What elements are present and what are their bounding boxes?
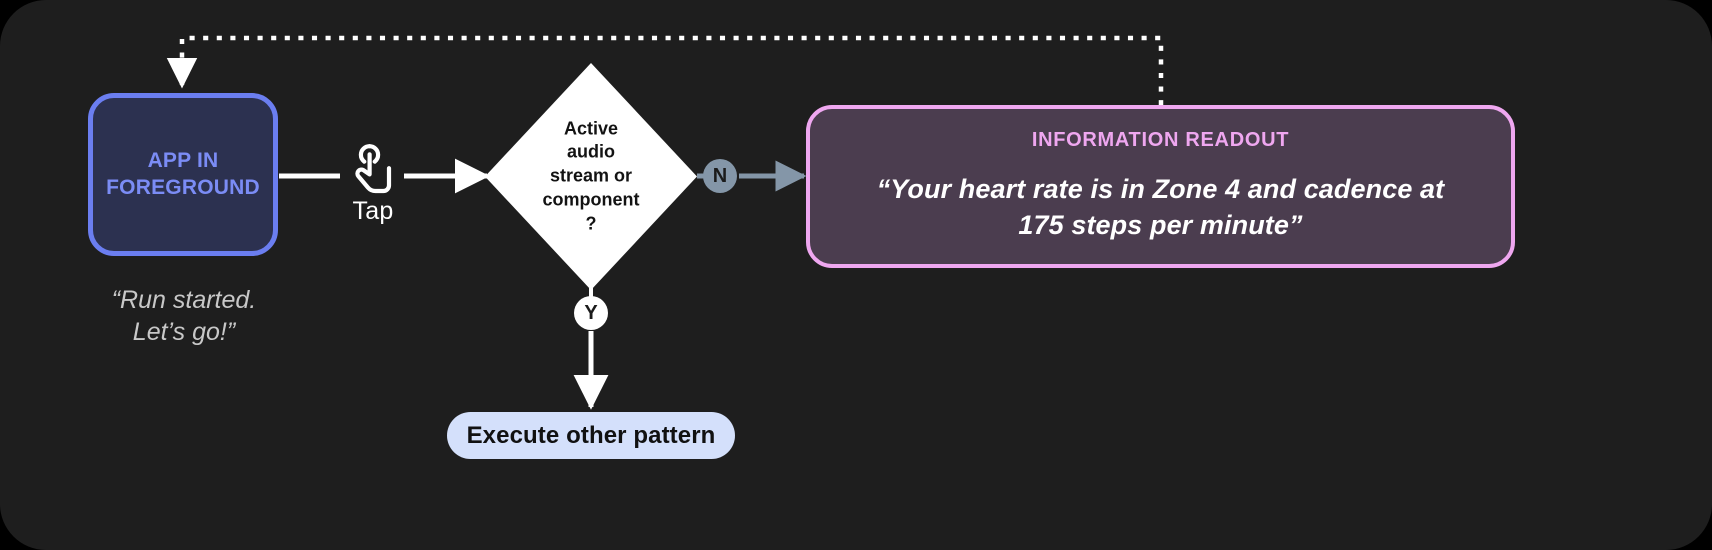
app-caption-line-2: Let’s go!” xyxy=(132,318,236,346)
information-readout-quote: “Your heart rate is in Zone 4 and cadenc… xyxy=(877,172,1445,244)
branch-badge-yes: Y xyxy=(574,296,608,330)
app-label-line-2: FOREGROUND xyxy=(106,175,260,199)
decision-line-1: Active xyxy=(563,118,619,139)
information-readout-title: INFORMATION READOUT xyxy=(1031,129,1290,152)
decision-line-5: ? xyxy=(585,213,597,234)
readout-quote-line-1: “Your heart rate is in Zone 4 and cadenc… xyxy=(876,174,1445,205)
app-in-foreground-node[interactable]: APP IN FOREGROUND xyxy=(88,93,278,256)
app-in-foreground-label: APP IN FOREGROUND xyxy=(106,148,260,202)
app-caption-line-1: “Run started. xyxy=(111,286,257,314)
readout-quote-line-2: 175 steps per minute” xyxy=(1018,210,1303,240)
information-readout-panel[interactable]: INFORMATION READOUT “Your heart rate is … xyxy=(806,105,1515,268)
decision-diamond-node[interactable]: Active audio stream or component ? xyxy=(485,63,697,290)
tap-gesture-icon xyxy=(355,144,392,194)
app-voice-caption: “Run started. Let’s go!” xyxy=(70,284,298,348)
branch-badge-no: N xyxy=(703,159,737,193)
decision-diamond-label: Active audio stream or component ? xyxy=(513,117,669,236)
decision-line-2: audio xyxy=(567,141,615,162)
execute-other-pattern-button[interactable]: Execute other pattern xyxy=(447,412,735,459)
decision-line-4: component xyxy=(542,189,640,210)
app-label-line-1: APP IN xyxy=(147,148,219,172)
decision-line-3: stream or xyxy=(549,165,633,186)
tap-label: Tap xyxy=(352,197,394,225)
execute-other-pattern-label: Execute other pattern xyxy=(466,421,716,449)
tap-gesture-group: Tap xyxy=(338,143,408,226)
